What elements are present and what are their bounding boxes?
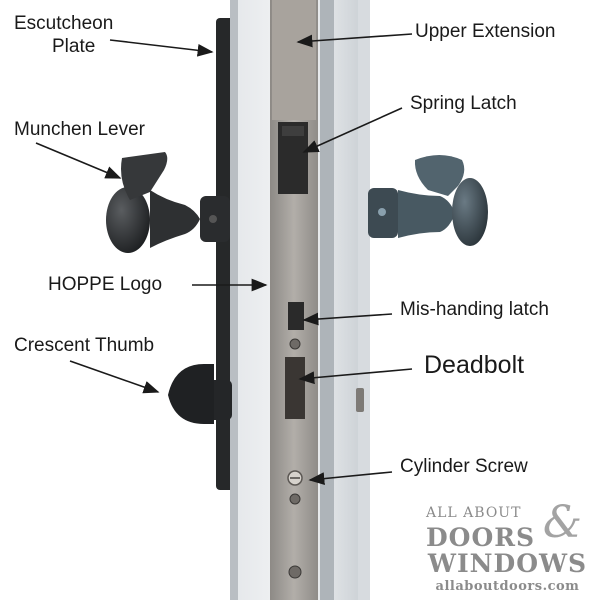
watermark-line1: ALL ABOUT <box>426 505 522 521</box>
arrow-spring-latch <box>302 107 403 153</box>
mis-handing-latch <box>288 302 304 330</box>
arrow-mis-handing <box>302 312 393 326</box>
label-upper-extension: Upper Extension <box>415 21 556 42</box>
faceplate-screw-bottom <box>288 565 302 579</box>
munchen-lever-right <box>368 155 488 246</box>
munchen-lever-left <box>106 152 230 253</box>
arrow-munchen-lever <box>35 142 122 179</box>
faceplate-screw-upper <box>289 338 301 350</box>
watermark-ampersand: & <box>542 497 584 548</box>
watermark-logo: ALL ABOUT & DOORS WINDOWS allaboutdoors.… <box>420 497 595 597</box>
label-munchen-lever: Munchen Lever <box>14 119 145 140</box>
upper-extension-area <box>272 0 316 120</box>
crescent-thumb-turn <box>168 364 232 424</box>
arrow-escutcheon <box>109 39 214 57</box>
watermark-line2: DOORS <box>426 523 536 552</box>
arrow-deadbolt <box>298 368 413 385</box>
label-cylinder-screw: Cylinder Screw <box>400 456 528 477</box>
frame-channel <box>320 0 334 600</box>
label-mis-handing-latch: Mis-handing latch <box>400 299 549 320</box>
deadbolt-slot <box>285 357 305 419</box>
spring-latch-notch <box>282 126 304 136</box>
arrow-upper-extension <box>296 33 413 48</box>
frame-clip <box>356 388 364 412</box>
arrow-crescent-thumb <box>69 360 160 394</box>
label-spring-latch: Spring Latch <box>410 93 517 114</box>
watermark-url: allaboutdoors.com <box>435 579 580 594</box>
escutcheon-label-line-2: Plate <box>52 36 96 57</box>
label-crescent-thumb: Crescent Thumb <box>14 335 155 356</box>
label-deadbolt: Deadbolt <box>424 351 525 379</box>
watermark-line3: WINDOWS <box>427 549 588 578</box>
frame-edge-right <box>358 0 370 600</box>
arrow-cylinder-screw <box>308 471 393 485</box>
frame-edge-left <box>230 0 238 600</box>
faceplate-screw-lower <box>289 493 301 505</box>
escutcheon-label-line-1: Escutcheon <box>14 13 114 34</box>
label-hoppe-logo: HOPPE Logo <box>48 274 163 295</box>
